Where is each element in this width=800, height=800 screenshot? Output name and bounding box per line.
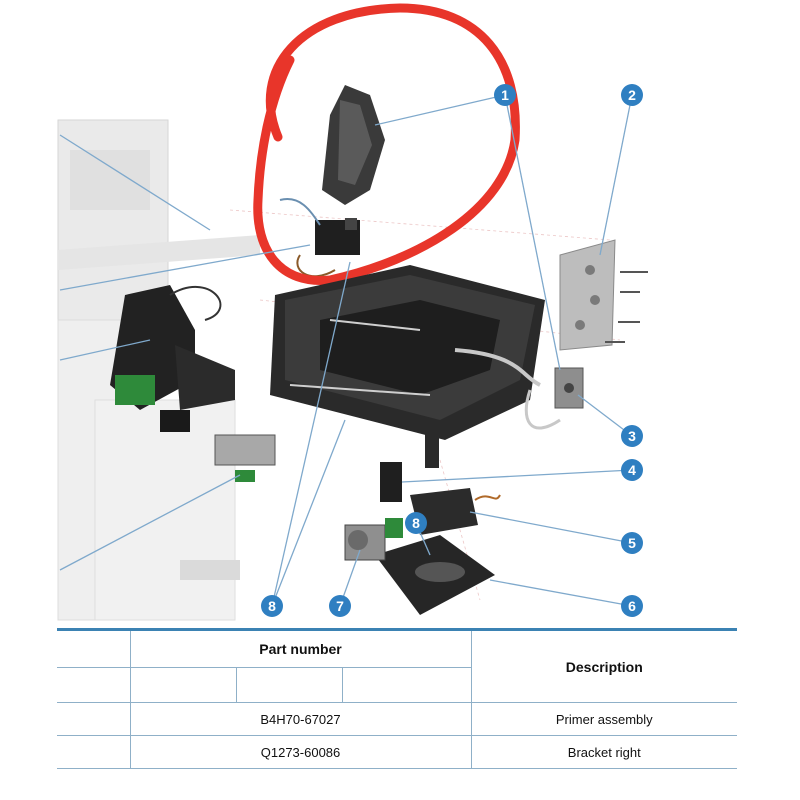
callout-8-upper: 8 — [405, 512, 427, 534]
callout-3: 3 — [621, 425, 643, 447]
bracket-right-part — [559, 239, 648, 351]
callout-6-label: 6 — [628, 598, 636, 614]
table-row: B4H70-67027 Primer assembly — [57, 702, 738, 736]
printer-body-background — [57, 119, 260, 621]
callout-4: 4 — [621, 459, 643, 481]
aerosol-fan-assembly — [110, 285, 235, 432]
table-subheader-row — [57, 667, 737, 703]
spittoon-tray-part — [375, 535, 495, 615]
callout-7-label: 7 — [336, 598, 344, 614]
callout-1: 1 — [494, 84, 516, 106]
primer-assembly-part — [279, 85, 385, 278]
callout-4-label: 4 — [628, 462, 636, 478]
callout-1-label: 1 — [501, 87, 509, 103]
callout-5-label: 5 — [628, 535, 636, 551]
part-number-cell: Q1273-60086 — [129, 735, 472, 769]
callout-8-lower-label: 8 — [268, 598, 276, 614]
sensor-bracket-part — [554, 367, 584, 409]
description-header: Description — [470, 628, 738, 703]
description-cell: Primer assembly — [470, 702, 738, 736]
drive-motor-part — [344, 518, 403, 561]
blank-subheader-cell — [341, 667, 472, 703]
parts-table: Part number Description B4H70-67027 Prim… — [57, 628, 738, 769]
callout-7: 7 — [329, 595, 351, 617]
blank-header-cell — [57, 628, 130, 668]
blank-subheader-cell — [129, 667, 236, 703]
exploded-parts-diagram: 1 2 3 4 5 6 7 8 8 — [57, 3, 648, 621]
callout-3-label: 3 — [628, 428, 636, 444]
callout-2: 2 — [621, 84, 643, 106]
callout-6: 6 — [621, 595, 643, 617]
leader-lines — [59, 94, 633, 607]
table-header-row: Part number Description — [57, 628, 738, 703]
pump-assembly-part — [410, 488, 501, 535]
blank-cell — [57, 735, 130, 769]
flag-sensor-part — [380, 462, 402, 502]
service-station-tray — [270, 265, 561, 468]
highlight-annotation — [253, 3, 520, 285]
part-number-header: Part number — [129, 628, 472, 668]
motor-assembly-left — [214, 434, 276, 482]
blank-cell — [57, 702, 130, 736]
blank-subheader-cell — [57, 667, 130, 703]
blank-subheader-cell — [235, 667, 342, 703]
callout-5: 5 — [621, 532, 643, 554]
table-row: Q1273-60086 Bracket right — [57, 735, 738, 769]
callout-2-label: 2 — [628, 87, 636, 103]
description-cell: Bracket right — [470, 735, 738, 769]
callout-8-upper-label: 8 — [412, 515, 420, 531]
callout-8-lower: 8 — [261, 595, 283, 617]
part-number-cell: B4H70-67027 — [129, 702, 472, 736]
